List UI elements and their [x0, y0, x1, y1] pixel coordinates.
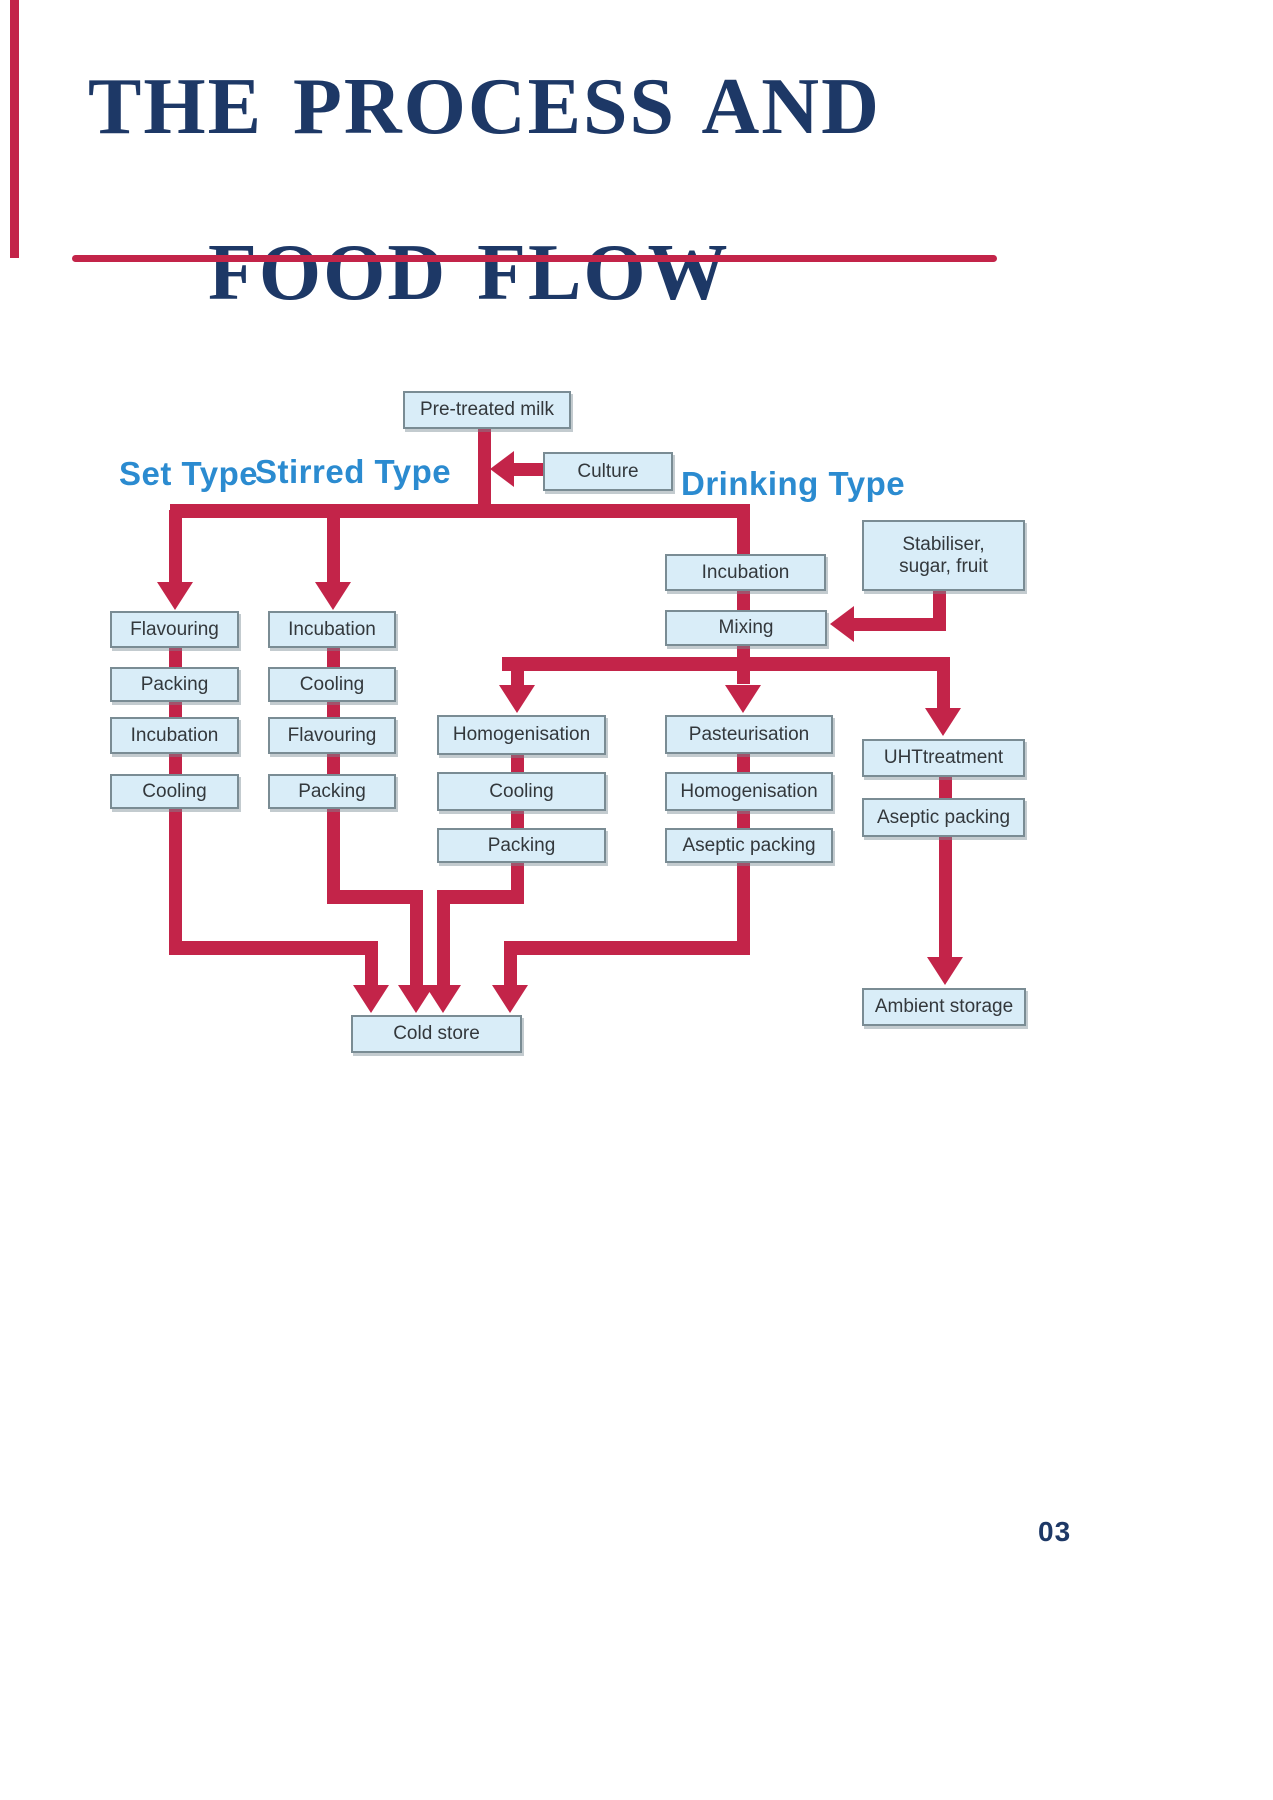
conn-set-stub-3 — [169, 752, 182, 777]
box-mid-homogenisation-label: Homogenisation — [452, 724, 591, 746]
arrow-to-set-flavouring — [157, 582, 193, 610]
arrow-to-pasteurisation — [725, 685, 761, 713]
label-drinking-type: Drinking Type — [681, 465, 906, 502]
box-mid-homogenisation: Homogenisation — [437, 715, 606, 755]
conn-set-drop — [169, 510, 182, 582]
box-set-incubation-label: Incubation — [130, 724, 219, 746]
box-uht-aseptic-packing-label: Aseptic packing — [876, 806, 1011, 828]
box-drink-mixing: Mixing — [665, 610, 827, 646]
box-stabiliser-sugar-fruit: Stabiliser,sugar, fruit — [862, 520, 1025, 591]
conn-set-bottom-stem — [169, 807, 182, 955]
conn-drink-bottom-bar — [504, 941, 750, 955]
box-stirred-flavouring-label: Flavouring — [287, 724, 377, 746]
box-mid-packing: Packing — [437, 828, 606, 863]
arrow-to-cold-store-4 — [492, 985, 528, 1013]
conn-stirred-drop — [327, 516, 340, 582]
box-drink-incubation: Incubation — [665, 554, 826, 591]
conn-set-stub-2 — [169, 699, 182, 720]
box-set-cooling: Cooling — [110, 774, 239, 809]
left-accent-bar — [10, 0, 19, 258]
conn-mixing-bar — [502, 657, 950, 671]
page-title-line1: THE PROCESS AND — [88, 63, 881, 151]
box-uht-aseptic-packing: Aseptic packing — [862, 798, 1025, 837]
conn-mid-stub-2 — [511, 809, 524, 830]
box-drink-aseptic-packing-label: Aseptic packing — [682, 834, 816, 856]
box-mid-cooling-label: Cooling — [489, 780, 554, 802]
arrow-to-ambient-storage — [927, 957, 963, 985]
arrow-to-cold-store-3 — [425, 985, 461, 1013]
label-set-type: Set Type — [119, 455, 259, 492]
label-stirred-type: Stirred Type — [255, 453, 452, 490]
box-drink-mixing-label: Mixing — [718, 617, 774, 639]
conn-culture-shaft — [508, 463, 544, 476]
conn-mid-hook-bar — [437, 890, 524, 904]
box-ambient-storage: Ambient storage — [862, 988, 1026, 1026]
box-drink-incubation-label: Incubation — [701, 561, 790, 583]
page-title-line2: FOOD FLOW — [208, 229, 730, 317]
box-stirred-incubation-label: Incubation — [288, 618, 376, 640]
conn-mid-stub — [511, 668, 524, 686]
box-uht-treatment-label: UHTtreatment — [883, 747, 1004, 769]
conn-stirred-hook-bar — [327, 890, 423, 904]
box-set-incubation: Incubation — [110, 717, 239, 754]
box-cold-store: Cold store — [351, 1015, 522, 1053]
page-title: THE PROCESS AND FOOD FLOW — [88, 66, 881, 315]
box-stirred-packing: Packing — [268, 774, 396, 809]
box-culture: Culture — [543, 452, 673, 491]
box-stirred-packing-label: Packing — [298, 780, 366, 802]
arrow-stabiliser-to-mixing — [830, 606, 854, 642]
conn-mid-hook-stub — [437, 904, 450, 985]
arrow-culture-to-stem — [490, 451, 514, 487]
box-pretreated-milk: Pre-treated milk — [403, 391, 571, 429]
box-stirred-flavouring: Flavouring — [268, 717, 396, 754]
box-drink-pasteurisation: Pasteurisation — [665, 715, 833, 754]
conn-stirred-stub-2 — [327, 699, 340, 720]
arrow-to-uht-treatment — [925, 708, 961, 736]
conn-stabiliser-shaft — [848, 618, 946, 631]
box-drink-aseptic-packing: Aseptic packing — [665, 828, 833, 863]
conn-uht-stub — [937, 668, 950, 708]
box-ambient-storage-label: Ambient storage — [874, 996, 1014, 1018]
box-drink-pasteurisation-label: Pasteurisation — [688, 723, 810, 745]
box-drink-homogenisation: Homogenisation — [665, 772, 833, 811]
box-set-cooling-label: Cooling — [142, 780, 207, 802]
box-mid-packing-label: Packing — [487, 834, 556, 856]
arrow-to-stirred-incubation — [315, 582, 351, 610]
conn-stirred-hook-stub — [410, 904, 423, 985]
conn-set-stub-1 — [169, 646, 182, 670]
arrow-to-mid-homogenisation — [499, 685, 535, 713]
box-stirred-incubation: Incubation — [268, 611, 396, 648]
box-uht-treatment: UHTtreatment — [862, 739, 1025, 777]
box-set-flavouring: Flavouring — [110, 611, 239, 648]
box-culture-label: Culture — [577, 460, 639, 482]
conn-mid-stub-1 — [511, 753, 524, 774]
box-set-packing-label: Packing — [140, 673, 209, 695]
box-drink-homogenisation-label: Homogenisation — [680, 780, 818, 802]
box-pretreated-milk-label: Pre-treated milk — [419, 399, 555, 421]
conn-stirred-stub-3 — [327, 752, 340, 777]
conn-stirred-bottom-stem — [327, 807, 340, 904]
page-number: 03 — [1038, 1516, 1072, 1547]
conn-drink-bottom-stub — [504, 955, 517, 985]
box-cold-store-label: Cold store — [393, 1023, 480, 1045]
box-stirred-cooling-label: Cooling — [299, 673, 365, 695]
box-stabiliser-sugar-fruit-label: Stabiliser,sugar, fruit — [899, 534, 988, 577]
title-underline-rule — [72, 255, 997, 262]
conn-milk-stem — [478, 428, 491, 506]
conn-stirred-stub-1 — [327, 646, 340, 670]
box-stirred-cooling: Cooling — [268, 667, 396, 702]
box-mid-cooling: Cooling — [437, 772, 606, 811]
box-set-packing: Packing — [110, 667, 239, 702]
arrow-to-cold-store-1 — [353, 985, 389, 1013]
box-set-flavouring-label: Flavouring — [130, 618, 219, 640]
conn-set-bottom-bar — [169, 941, 378, 955]
conn-set-bottom-stub — [365, 955, 378, 985]
conn-distribution-bar — [170, 504, 750, 518]
